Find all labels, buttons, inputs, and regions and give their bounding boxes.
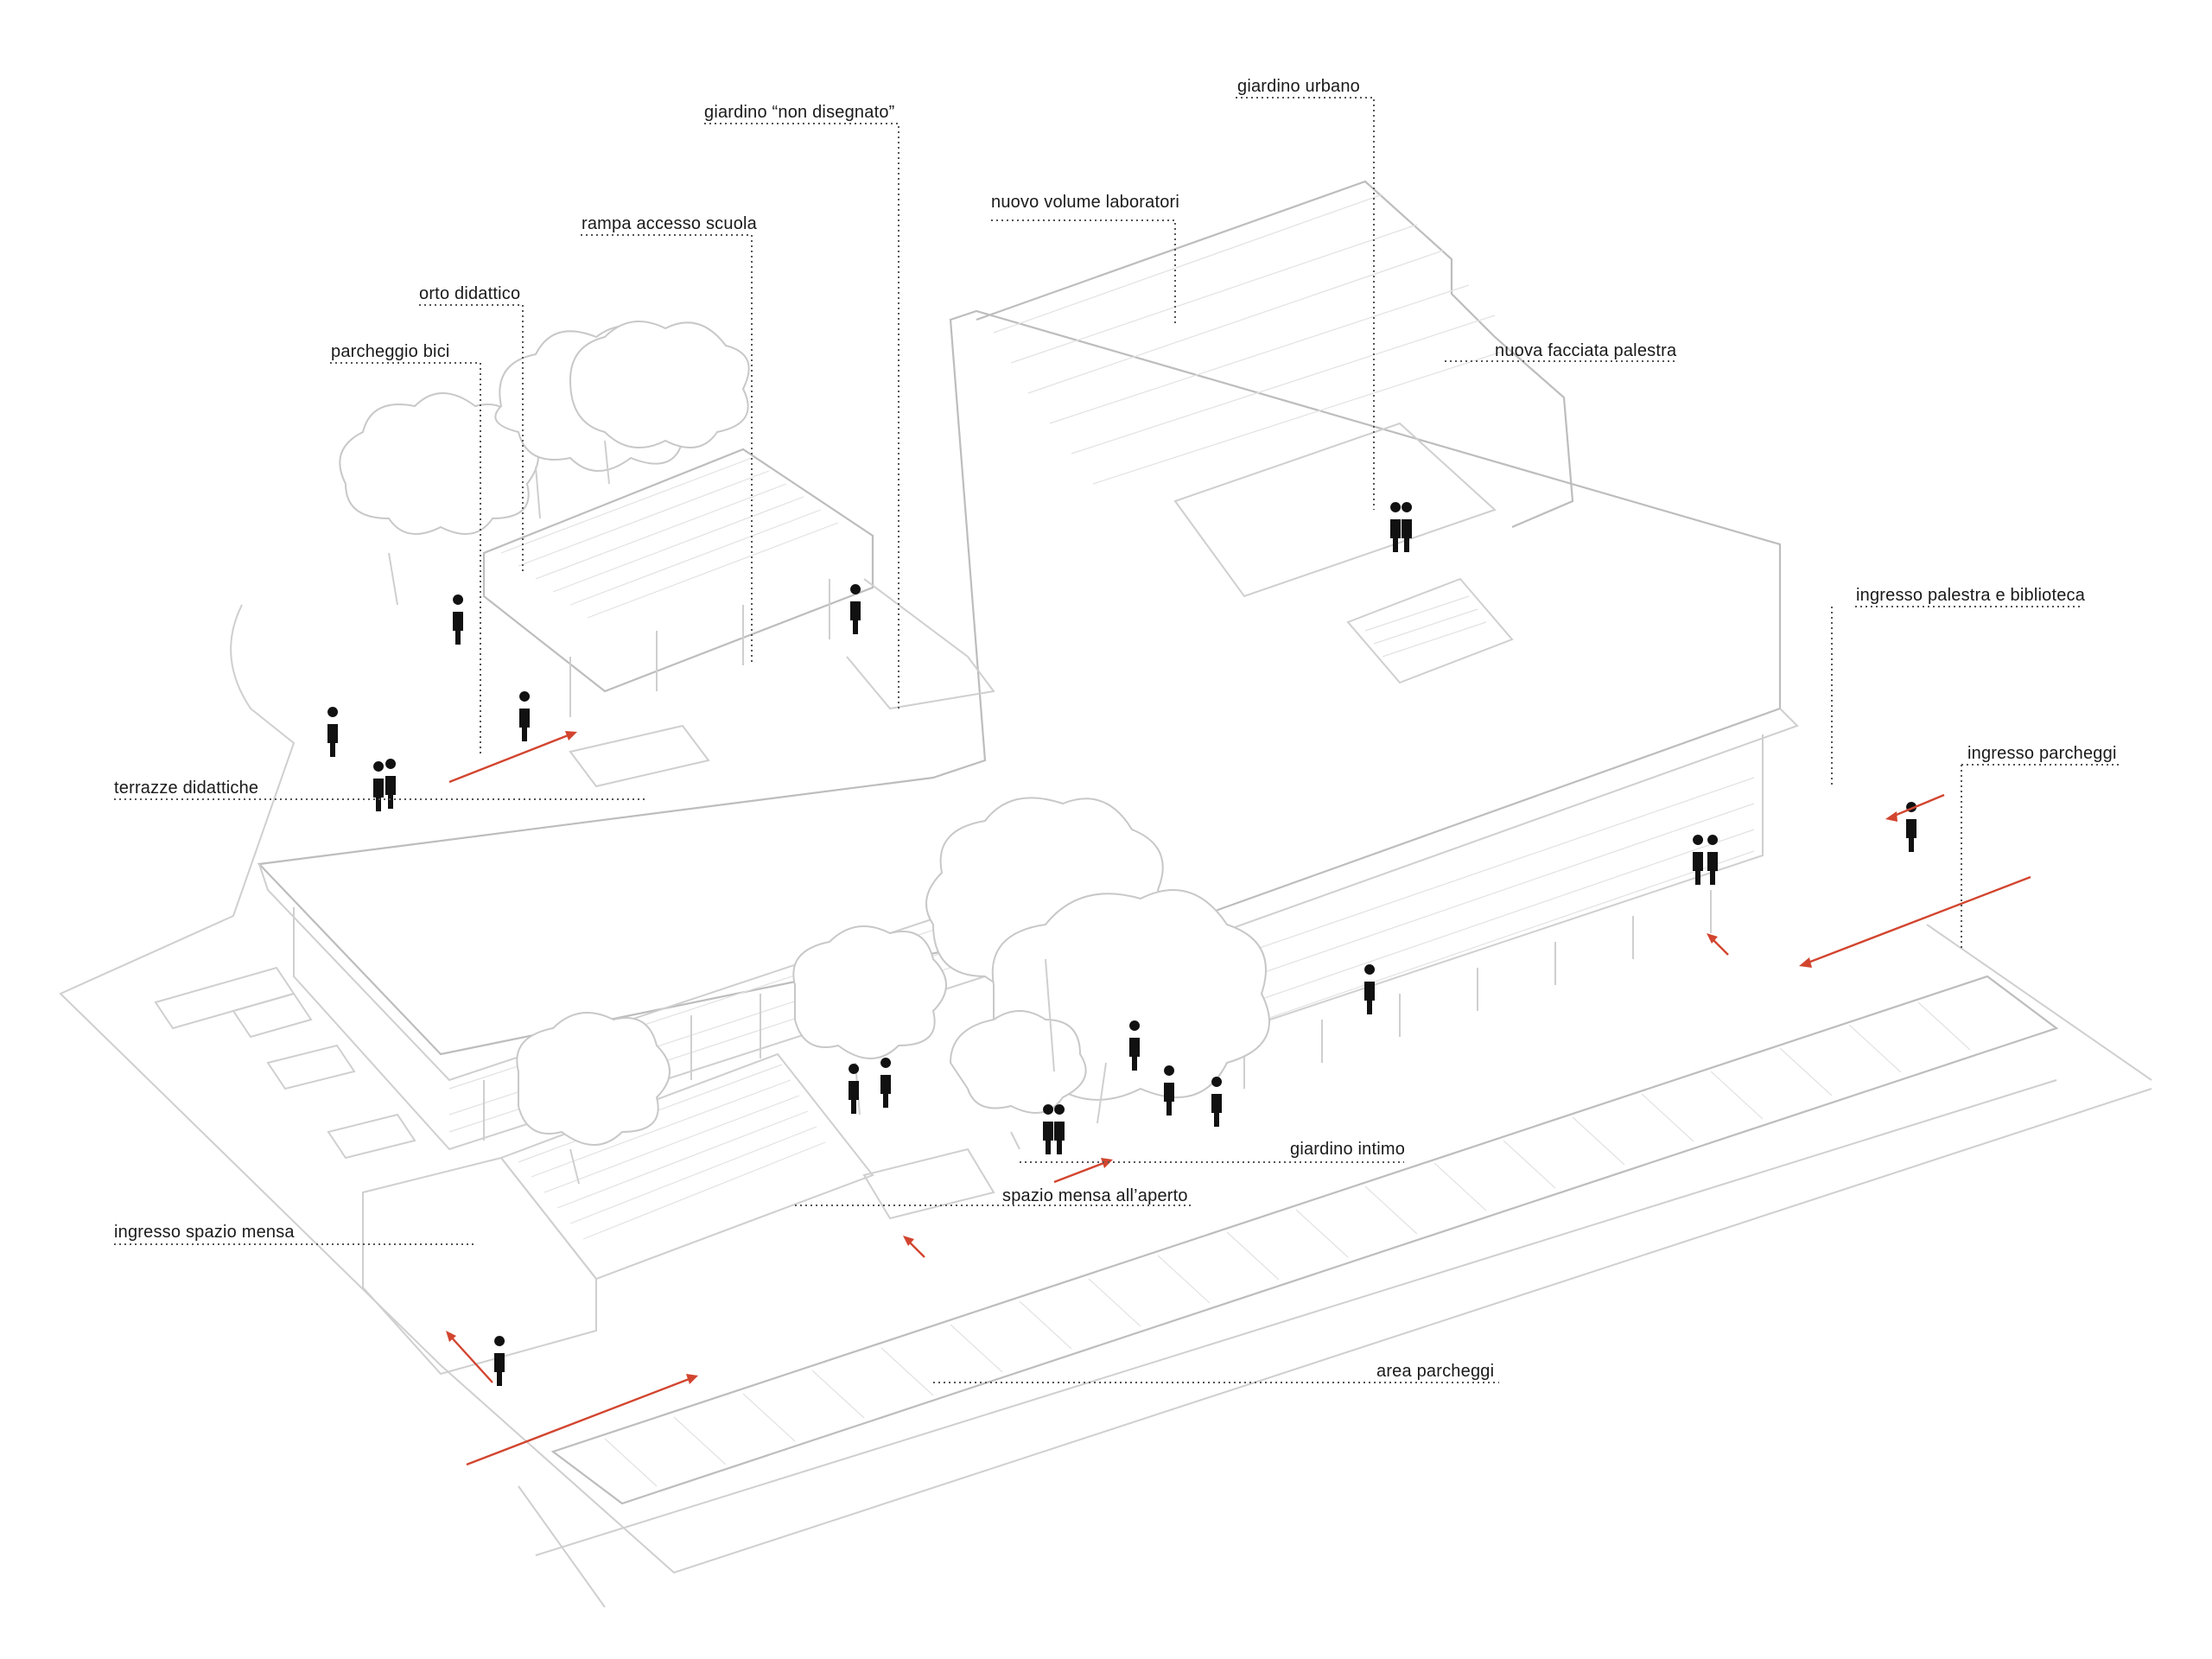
planters [154, 724, 710, 1160]
label-orto-didattico: orto didattico [419, 284, 521, 303]
dining-courtyard [362, 1052, 995, 1376]
label-giardino-intimo: giardino intimo [1290, 1140, 1406, 1159]
label-terrazze-didattiche: terrazze didattiche [114, 779, 259, 798]
circulation-arrows [446, 731, 2031, 1466]
label-ingresso-palestra-biblioteca: ingresso palestra e biblioteca [1856, 586, 2086, 605]
site-boundary [59, 604, 2152, 1574]
gym-labs-block [976, 180, 1574, 684]
label-ingresso-parcheggi: ingresso parcheggi [1967, 744, 2117, 763]
leader-lines [114, 97, 2122, 1383]
parking-lot [550, 975, 2059, 1505]
label-area-parcheggi: area parcheggi [1376, 1362, 1495, 1381]
label-giardino-urbano: giardino urbano [1237, 77, 1360, 96]
label-nuovo-volume-laboratori: nuovo volume laboratori [991, 193, 1180, 212]
ground-edge [518, 1079, 2057, 1608]
people [327, 502, 1917, 1386]
label-rampa-accesso-scuola: rampa accesso scuola [582, 214, 757, 233]
label-ingresso-spazio-mensa: ingresso spazio mensa [114, 1223, 295, 1242]
right-wing-facade [1217, 734, 1764, 1089]
label-spazio-mensa-aperto: spazio mensa all’aperto [1002, 1186, 1188, 1205]
label-giardino-non-disegnato: giardino “non disegnato” [704, 103, 895, 122]
label-parcheggio-bici: parcheggio bici [331, 342, 450, 361]
school-block [482, 448, 995, 717]
trees [339, 321, 1270, 1185]
label-nuova-facciata-palestra: nuova facciata palestra [1495, 341, 1677, 360]
